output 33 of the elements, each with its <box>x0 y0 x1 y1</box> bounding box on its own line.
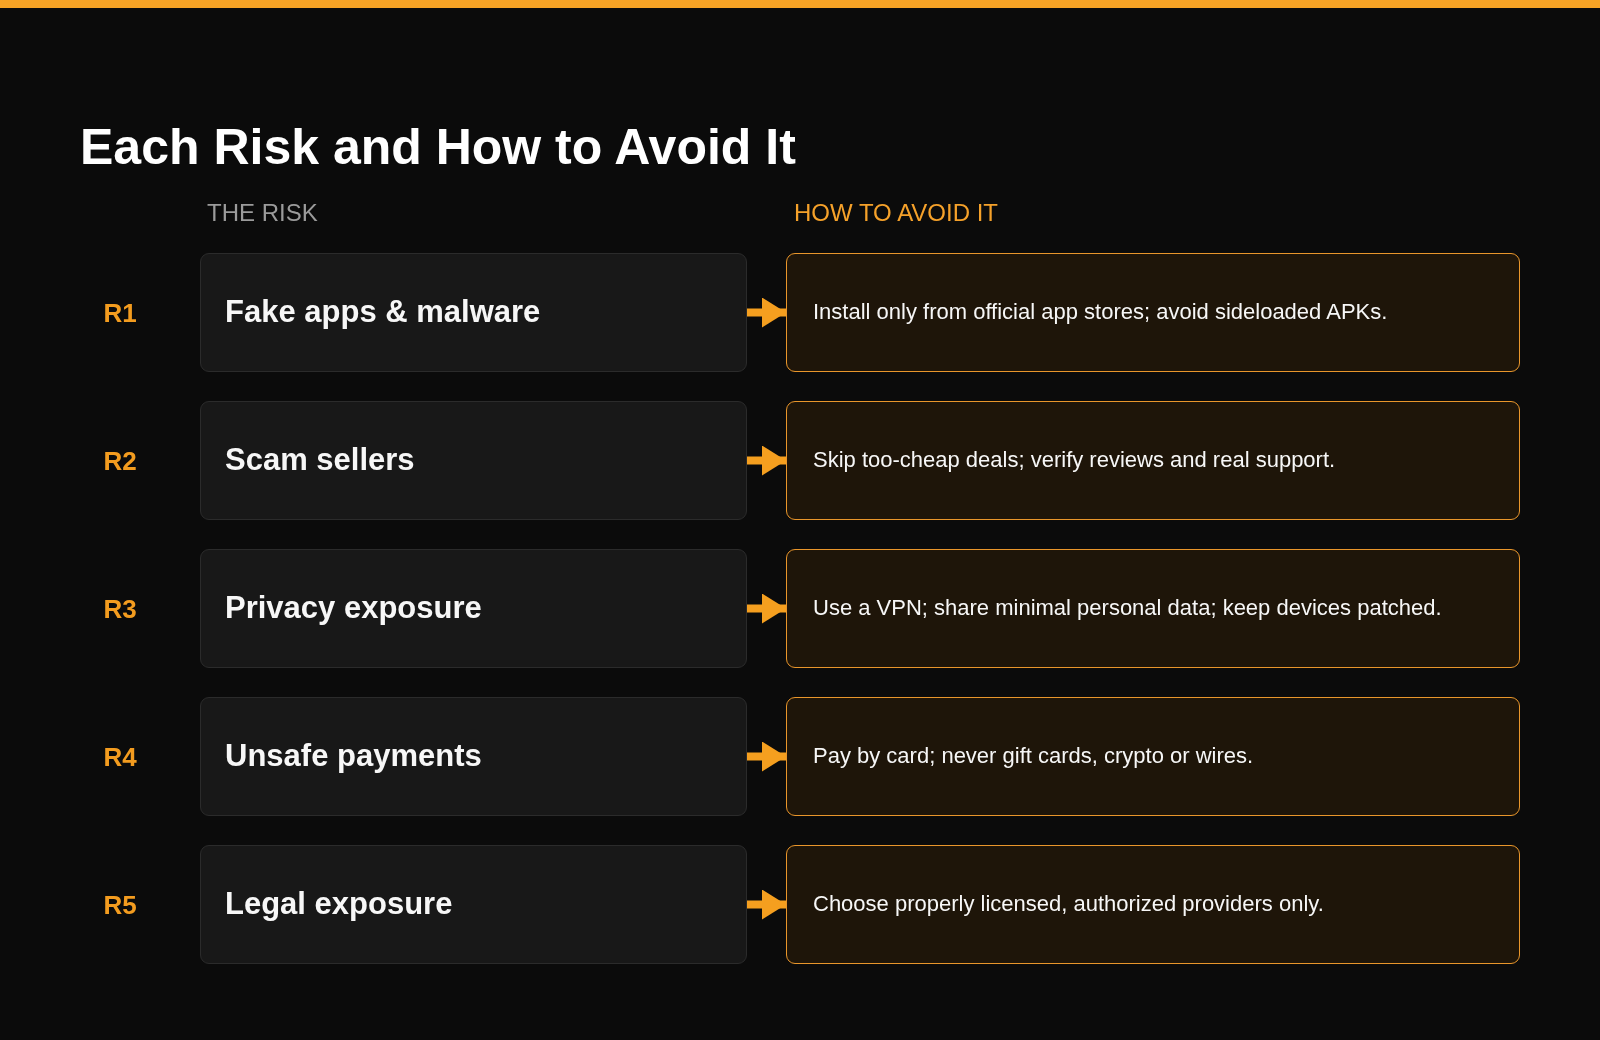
risk-card <box>200 697 747 816</box>
advice-text: Pay by card; never gift cards, crypto or wires. <box>813 742 1255 771</box>
advice-card <box>786 845 1520 964</box>
risk-card <box>200 549 747 668</box>
advice-text: Use a VPN; share minimal personal data; keep devices patched. <box>813 594 1443 623</box>
advice-text: Skip too-cheap deals; verify reviews and real support. <box>813 446 1337 475</box>
arrow <box>747 445 786 476</box>
advice-card <box>786 549 1520 668</box>
risk-title: Legal exposure <box>225 885 454 924</box>
advice-text: Install only from official app stores; avoid sideloaded APKs. <box>813 298 1389 327</box>
arrow <box>747 889 786 920</box>
advice-text: Choose properly licensed, authorized providers only. <box>813 890 1325 919</box>
title: Each Risk and How to Avoid It <box>80 122 796 172</box>
arrow <box>747 297 786 328</box>
risk-title: Scam sellers <box>225 441 416 480</box>
risk-title: Unsafe payments <box>225 737 483 776</box>
column-header: THE RISK <box>207 201 318 225</box>
row-number: R3 <box>103 595 137 622</box>
risk-title: Privacy exposure <box>225 589 483 628</box>
risk-title: Fake apps & malware <box>225 293 542 332</box>
risk-card <box>200 845 747 964</box>
advice-card <box>786 253 1520 372</box>
advice-card <box>786 401 1520 520</box>
row-number: R5 <box>103 891 137 918</box>
advice-card <box>786 697 1520 816</box>
row-number: R4 <box>103 743 137 770</box>
row-number: R1 <box>103 299 137 326</box>
arrow <box>747 741 786 772</box>
risk-card <box>200 253 747 372</box>
row-number: R2 <box>103 447 137 474</box>
column-header: HOW TO AVOID IT <box>794 201 999 225</box>
arrow <box>747 593 786 624</box>
risk-card <box>200 401 747 520</box>
